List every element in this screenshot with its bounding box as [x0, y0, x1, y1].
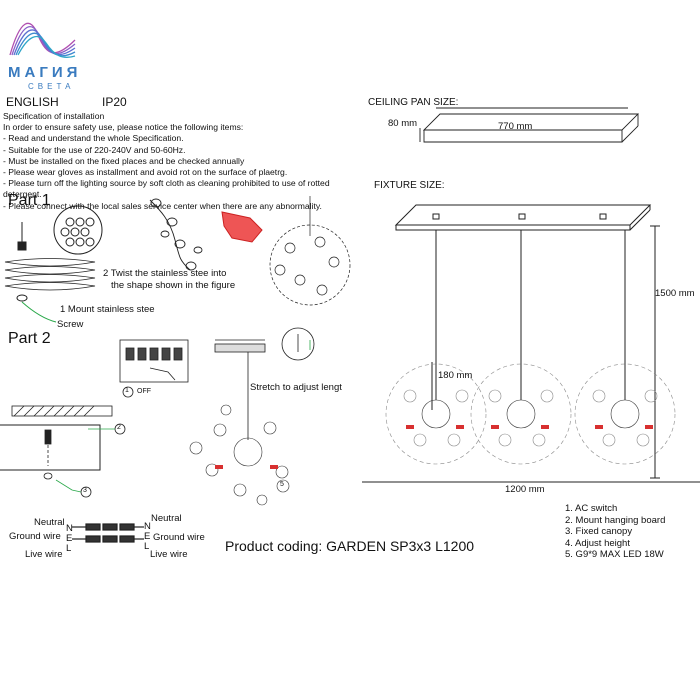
product-coding: Product coding: GARDEN SP3x3 L1200 — [225, 538, 475, 554]
part1-screw: Screw — [57, 319, 84, 330]
hand-icon — [221, 211, 263, 243]
ceiling-pan-drawing — [419, 107, 640, 143]
fixture-height: 1500 mm — [655, 288, 695, 299]
part1-step1: 1 Mount stainless stee — [60, 304, 155, 315]
wire-letter-l-left: L — [66, 543, 72, 554]
wire-ground-left: Ground wire — [9, 531, 61, 542]
wire-neutral-right: Neutral — [151, 513, 182, 524]
spec-line: - Suitable for the use of 220-240V and 5… — [3, 144, 186, 155]
fixture-globes — [385, 363, 676, 465]
wire-letter-n-left: N — [66, 523, 73, 534]
part1-twist-illustration — [149, 198, 203, 271]
wire-letter-l-right: L — [144, 541, 150, 552]
ceiling-board-illustration — [0, 405, 126, 498]
fixture-globe: 180 mm — [438, 370, 473, 381]
spec-line: In order to ensure safety use, please no… — [3, 122, 244, 133]
ip-rating: IP20 — [102, 95, 127, 109]
part1-step2-line1: 2 Twist the stainless stee into — [103, 268, 227, 279]
spec-line: - Please turn off the lighting source by… — [3, 178, 330, 200]
wire-neutral-left: Neutral — [34, 517, 65, 528]
fixture-title: FIXTURE SIZE: — [374, 180, 445, 191]
switch-box-illustration — [119, 339, 189, 398]
wire-ground-right: Ground wire — [153, 532, 205, 543]
logo-sub: СВЕТА — [28, 82, 75, 91]
part2-lamp-illustration — [189, 404, 290, 506]
legend-item: 4. Adjust height — [565, 537, 630, 549]
language-label: ENGLISH — [6, 95, 59, 109]
ceiling-pan-length: 770 mm — [498, 121, 533, 132]
bulb-marks — [215, 465, 278, 469]
spec-line: - Please connect with the local sales se… — [3, 200, 322, 211]
stretch-label: Stretch to adjust lengt — [250, 382, 342, 393]
spec-line: - Please wear gloves as installment and … — [3, 167, 288, 178]
legend-item: 3. Fixed canopy — [565, 526, 633, 537]
spec-line: - Must be installed on the fixed places … — [3, 155, 245, 166]
logo-mark — [9, 22, 76, 58]
part1-step2-line2: the shape shown in the figure — [111, 280, 236, 291]
legend-item: 5. G9*9 MAX LED 18W — [565, 549, 664, 560]
legend-item: 2. Mount hanging board — [565, 514, 666, 526]
wire-live-left: Live wire — [25, 549, 63, 560]
wire-letter-e-left: E — [66, 533, 73, 544]
callout-3: 3 — [83, 487, 87, 494]
switch-off-label: OFF — [137, 388, 151, 395]
callout-1: 1 — [125, 387, 129, 394]
canopy-stretch-illustration — [214, 327, 315, 440]
logo-word: МАГИЯ — [8, 64, 82, 81]
legend: 1. AC switch 2. Mount hanging board 3. F… — [565, 503, 665, 561]
wiring-illustration — [72, 523, 144, 543]
part1-mesh-illustration — [4, 205, 103, 323]
fixture-bulb-marks — [406, 425, 653, 429]
wire-letter-n-right: N — [144, 521, 151, 532]
legend-item: 1. AC switch — [565, 503, 618, 514]
wire-letter-e-right: E — [144, 531, 151, 542]
callout-2: 2 — [117, 424, 121, 431]
ceiling-pan-height: 80 mm — [388, 118, 418, 129]
fixture-width: 1200 mm — [505, 484, 545, 495]
part1-title: Part 1 — [8, 192, 51, 209]
callout-5: 5 — [280, 481, 284, 488]
cluster-illustration — [269, 196, 351, 306]
spec-title: Specification of installation — [3, 111, 105, 121]
spec-block: Specification of installation In order t… — [3, 111, 348, 212]
ceiling-pan-title: CEILING PAN SIZE: — [368, 97, 459, 108]
spec-line: - Read and understand the whole Specific… — [3, 133, 184, 144]
wire-live-right: Live wire — [150, 549, 188, 560]
fixture-drawing — [362, 204, 700, 483]
part2-title: Part 2 — [8, 330, 51, 347]
